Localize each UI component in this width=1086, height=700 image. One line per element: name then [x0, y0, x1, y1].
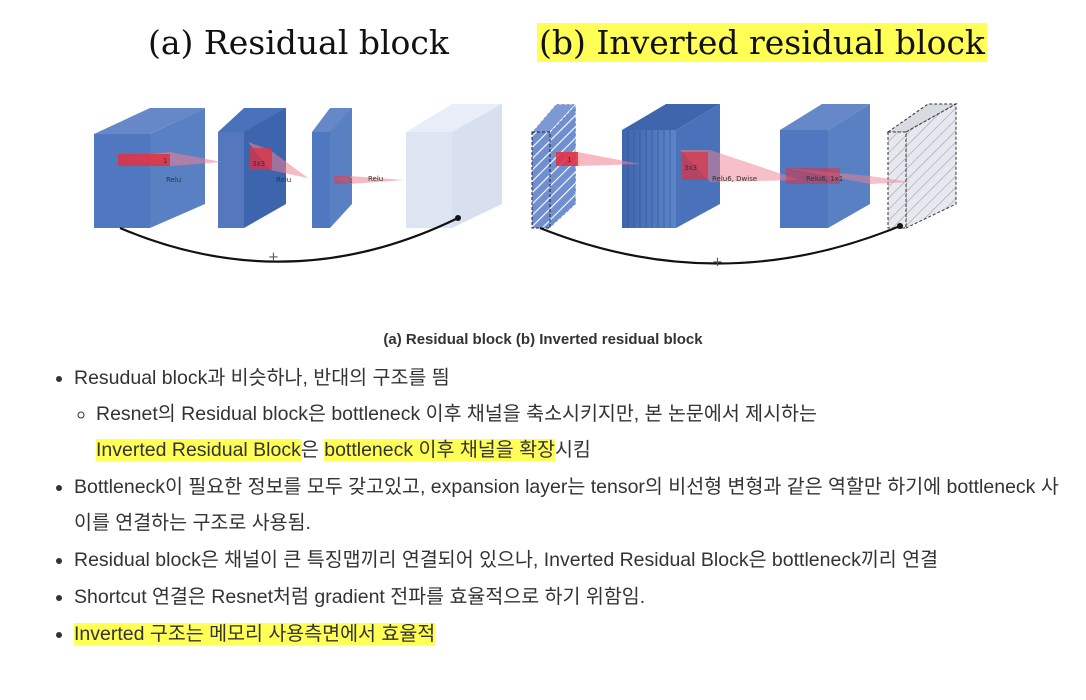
list-item: Residual block은 채널이 큰 특징맵끼리 연결되어 있으나, In…: [74, 542, 1064, 578]
list-item: Bottleneck이 필요한 정보를 모두 갖고있고, expansion l…: [74, 469, 1064, 541]
b-kernel2-label: 3x3: [684, 164, 697, 172]
highlight-channel-expansion: bottleneck 이후 채널을 확장: [324, 439, 555, 461]
residual-block-figure: 1 3x3 1 Relu Relu Relu +: [0, 0, 1086, 318]
a-kernel1-label: 1: [163, 157, 167, 165]
bullet-2-text: Bottleneck이 필요한 정보를 모두 갖고있고, expansion l…: [74, 476, 1059, 534]
b-plus-sign: +: [712, 255, 723, 270]
b-kernels: [556, 150, 910, 184]
sub-text-post: 시킴: [554, 439, 591, 461]
b-relu-dwise-label: Relu6, Dwise: [712, 175, 757, 183]
highlight-inverted-residual-block: Inverted Residual Block: [96, 439, 301, 461]
figure-title-a: (a) Residual block: [148, 23, 449, 62]
figure-caption: (a) Residual block (b) Inverted residual…: [383, 331, 703, 348]
sub-text-pre: Resnet의 Residual block은 bottleneck 이후 채널…: [96, 403, 817, 425]
figure-title-b: (b) Inverted residual block: [537, 22, 987, 64]
a-block-3: [312, 108, 352, 228]
block-diagram: 1 3x3 1 Relu Relu Relu +: [94, 102, 958, 270]
sub-list-item: Resnet의 Residual block은 bottleneck 이후 채널…: [96, 396, 1064, 468]
a-skip-arrow: [119, 217, 459, 263]
list-item: Shortcut 연결은 Resnet처럼 gradient 전파를 효율적으로…: [74, 579, 1064, 615]
a-kernels: [118, 142, 404, 184]
sub-text-mid: 은: [300, 439, 325, 461]
a-block-1: [94, 108, 205, 228]
b-skip-arrow: [539, 224, 901, 265]
bullet-4-text: Shortcut 연결은 Resnet처럼 gradient 전파를 효율적으로…: [74, 586, 646, 608]
b-block-4: [886, 103, 958, 229]
a-kernel2-label: 3x3: [252, 160, 265, 168]
list-item: Resudual block과 비슷하나, 반대의 구조를 띔 Resnet의 …: [74, 360, 1064, 468]
sub-list: Resnet의 Residual block은 bottleneck 이후 채널…: [74, 396, 1064, 468]
bullet-5-text: Inverted 구조는 메모리 사용측면에서 효율적: [74, 623, 436, 645]
b-block-3: [780, 104, 870, 228]
bullet-1-text: Resudual block과 비슷하나, 반대의 구조를 띔: [74, 367, 450, 389]
bullet-list: Resudual block과 비슷하나, 반대의 구조를 띔 Resnet의 …: [44, 360, 1064, 653]
a-relu1-label: Relu: [166, 176, 181, 184]
bullet-3-text: Residual block은 채널이 큰 특징맵끼리 연결되어 있으나, In…: [74, 549, 939, 571]
a-block-4: [406, 104, 502, 228]
b-relu-1x1-label: Relu6, 1x1: [806, 175, 843, 183]
a-relu2-label: Relu: [276, 176, 291, 184]
b-kernel1-label: 1: [567, 156, 571, 164]
a-kernel3-label: 1: [349, 178, 353, 185]
a-plus-sign: +: [268, 250, 279, 265]
figure-title-b-text: (b) Inverted residual block: [537, 23, 987, 62]
a-relu3-label: Relu: [368, 175, 383, 183]
list-item: Inverted 구조는 메모리 사용측면에서 효율적: [74, 616, 1064, 652]
